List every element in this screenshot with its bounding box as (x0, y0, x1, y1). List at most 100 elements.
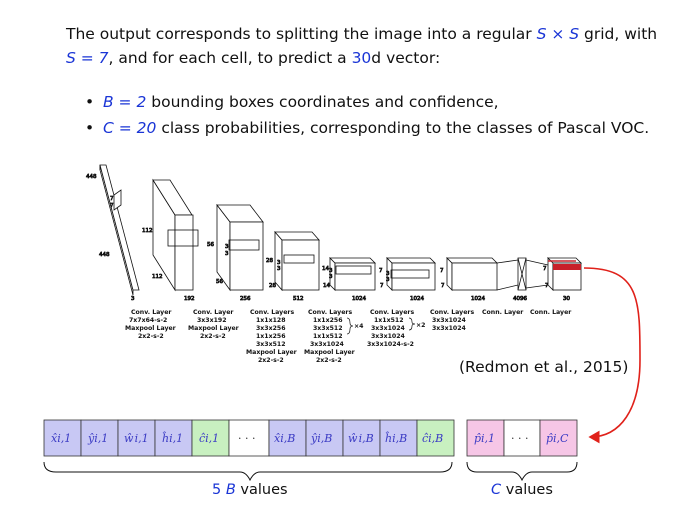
vector-dimension: 30 (351, 49, 372, 67)
caption-6-line-3: 3x3x1024 (432, 325, 467, 332)
caption-6-line-2: 3x3x1024 (432, 317, 467, 324)
label-c-text: values (501, 482, 553, 498)
vector-cell-c1 (191, 419, 230, 457)
intro-text-3: , and for each cell, to predict a (108, 49, 352, 67)
vector-cell-w1 (117, 419, 156, 457)
label-5b-values: 5 B values (212, 482, 288, 498)
bullet-list: • B = 2 bounding boxes coordinates and c… (85, 90, 649, 142)
bullet-dot: • (85, 119, 95, 137)
block3-depth: 512 (293, 296, 304, 302)
vector-text-x1: x̂i,1 (51, 432, 71, 445)
input-kernel-b: 7 (110, 203, 114, 209)
block3-dim-a: 28 (266, 258, 273, 264)
vector-text-w1: ŵi,1 (124, 432, 149, 445)
vector-cell-x1 (43, 419, 82, 457)
block6-dim-a: 7 (440, 268, 444, 274)
label-5b-text: values (235, 482, 288, 498)
caption-1-line-2: 7x7x64-s-2 (129, 317, 167, 324)
citation: (Redmon et al., 2015) (459, 358, 629, 376)
vector-cell-cB (416, 419, 455, 457)
output-dim-a: 7 (543, 266, 547, 272)
caption-4-line-4: 1x1x512 (313, 333, 343, 340)
vector-text-yB: ŷi,B (310, 432, 332, 445)
vector-labels: x̂i,1 ŷi,1 ŵi,1 ĥi,1 ĉi,1 · · · x̂i,B… (51, 431, 569, 445)
conv-block-1: 112 112 192 (142, 178, 199, 302)
output-dim-b: 7 (545, 283, 549, 289)
bullet-text-b: bounding boxes coordinates and confidenc… (146, 93, 499, 111)
intro-text-4: d vector: (371, 49, 441, 67)
block5-kernel-a: 3 (386, 271, 390, 277)
conv-block-4: 14 14 1024 3 3 (322, 257, 376, 302)
vector-cell-h1 (154, 419, 193, 457)
caption-5-line-5: 3x3x1024-s-2 (367, 341, 414, 348)
block4-kernel-a: 3 (329, 268, 333, 274)
block2-kernel-a: 3 (225, 244, 229, 250)
caption-3-line-2: 1x1x128 (256, 317, 286, 324)
block2-dim-b: 56 (216, 279, 223, 285)
block5-dim-a: 7 (379, 268, 383, 274)
label-c-values: C values (491, 482, 553, 498)
block6-depth: 1024 (471, 296, 485, 302)
vector-ellipsis-1: · · · (238, 432, 255, 445)
caption-4-line-7: 2x2-s-2 (316, 357, 342, 364)
caption-5-line-4: 3x3x1024 (371, 333, 406, 340)
label-c-var: C (491, 482, 502, 498)
vector-cell-pC (539, 419, 578, 457)
input-dim-depth: 3 (131, 296, 135, 302)
caption-2-line-4: 2x2-s-2 (200, 333, 226, 340)
block3-kernel-a: 3 (277, 260, 281, 266)
caption-4-line-1: Conv. Layers (308, 309, 352, 316)
block4-kernel-b: 3 (329, 274, 333, 280)
caption-2-line-3: Maxpool Layer (188, 325, 240, 332)
caption-2-line-1: Conv. Layer (193, 309, 234, 316)
caption-3-line-7: 2x2-s-2 (258, 357, 284, 364)
block3-kernel-b: 3 (277, 266, 281, 272)
output-vector (43, 419, 578, 457)
block5-depth: 1024 (410, 296, 424, 302)
vector-text-cB: ĉi,B (422, 432, 443, 445)
brace-5b (43, 461, 453, 482)
caption-3-line-4: 1x1x256 (256, 333, 286, 340)
caption-5-line-3: 3x3x1024 (371, 325, 406, 332)
input-image-block: 448 448 3 7 7 (86, 164, 140, 302)
vector-cell-yB (305, 419, 344, 457)
caption-2-line-2: 3x3x192 (197, 317, 227, 324)
input-kernel-a: 7 (110, 196, 114, 202)
c-expression: C = 20 (103, 119, 157, 137)
brace-c (466, 461, 578, 482)
caption-3-line-5: 3x3x512 (256, 341, 286, 348)
b-expression: B = 2 (103, 93, 147, 111)
conv-block-6: 7 7 1024 (440, 257, 498, 302)
layer-captions: Conv. Layer 7x7x64-s-2 Maxpool Layer 2x2… (125, 309, 572, 364)
vector-text-xB: x̂i,B (274, 432, 295, 445)
caption-5-line-2: 1x1x512 (374, 317, 404, 324)
input-dim-top: 448 (86, 174, 97, 180)
vector-text-y1: ŷi,1 (87, 432, 108, 445)
vector-ellipsis-2: · · · (511, 432, 528, 445)
block5-dim-b: 7 (380, 283, 384, 289)
caption-8-line-1: Conn. Layer (530, 309, 572, 316)
block2-dim-a: 56 (207, 242, 214, 248)
input-dim-side: 448 (99, 252, 110, 258)
block1-depth: 192 (184, 296, 195, 302)
block2-kernel-b: 3 (225, 251, 229, 257)
vector-text-wB: ŵi,B (348, 432, 374, 445)
block6-dim-b: 7 (441, 283, 445, 289)
vector-text-c1: ĉi,1 (199, 432, 219, 445)
vector-text-h1: ĥi,1 (162, 431, 183, 445)
intro-text-2: grid, with (579, 25, 658, 43)
caption-4-line-5: 3x3x1024 (310, 341, 345, 348)
caption-5-line-1: Conv. Layers (370, 309, 414, 316)
block4-dim-a: 14 (322, 266, 329, 272)
fc-layer-4096: 4096 (496, 257, 549, 302)
caption-4-line-6: Maxpool Layer (304, 349, 356, 356)
s-expression: S = 7 (66, 49, 109, 67)
vector-cell-y1 (80, 419, 119, 457)
caption-1-line-4: 2x2-s-2 (138, 333, 164, 340)
output-depth: 30 (563, 296, 570, 302)
caption-4-line-3: 3x3x512 (313, 325, 343, 332)
block2-depth: 256 (240, 296, 251, 302)
block4-depth: 1024 (352, 296, 366, 302)
caption-7-line-1: Conn. Layer (482, 309, 524, 316)
